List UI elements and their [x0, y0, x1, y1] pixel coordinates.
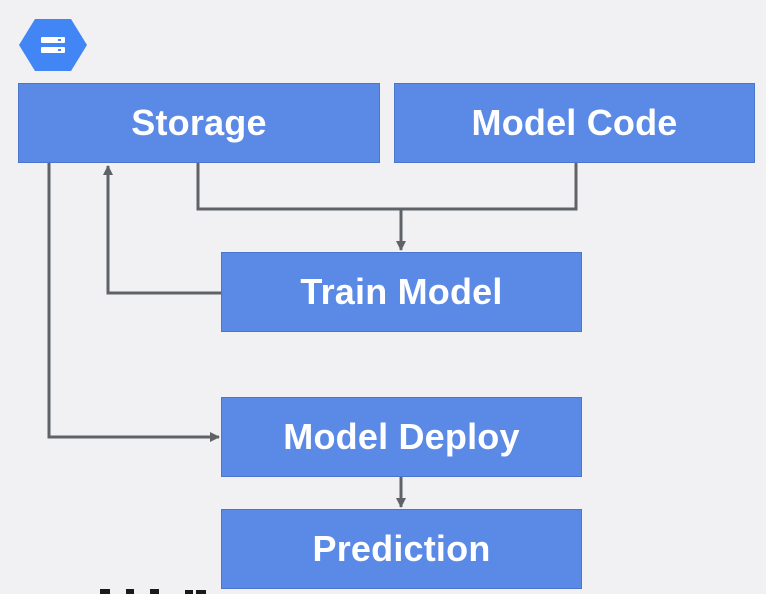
code-to-train-connector	[401, 163, 578, 211]
train-model-node-label: Train Model	[300, 271, 503, 312]
storage-to-deploy-arrow	[47, 163, 220, 442]
cropped-caption-fragment	[100, 589, 206, 594]
storage-to-train-connector	[196, 163, 401, 211]
storage-node-label: Storage	[131, 102, 267, 143]
model-code-node: Model Code	[394, 83, 755, 163]
train-model-node: Train Model	[221, 252, 582, 332]
storage-hex-icon	[19, 19, 87, 71]
storage-node: Storage	[18, 83, 380, 163]
model-deploy-node-label: Model Deploy	[283, 416, 520, 457]
train-to-storage-arrow	[103, 165, 221, 295]
model-code-node-label: Model Code	[471, 102, 678, 143]
model-deploy-node: Model Deploy	[221, 397, 582, 477]
prediction-node: Prediction	[221, 509, 582, 589]
prediction-node-label: Prediction	[312, 528, 491, 569]
